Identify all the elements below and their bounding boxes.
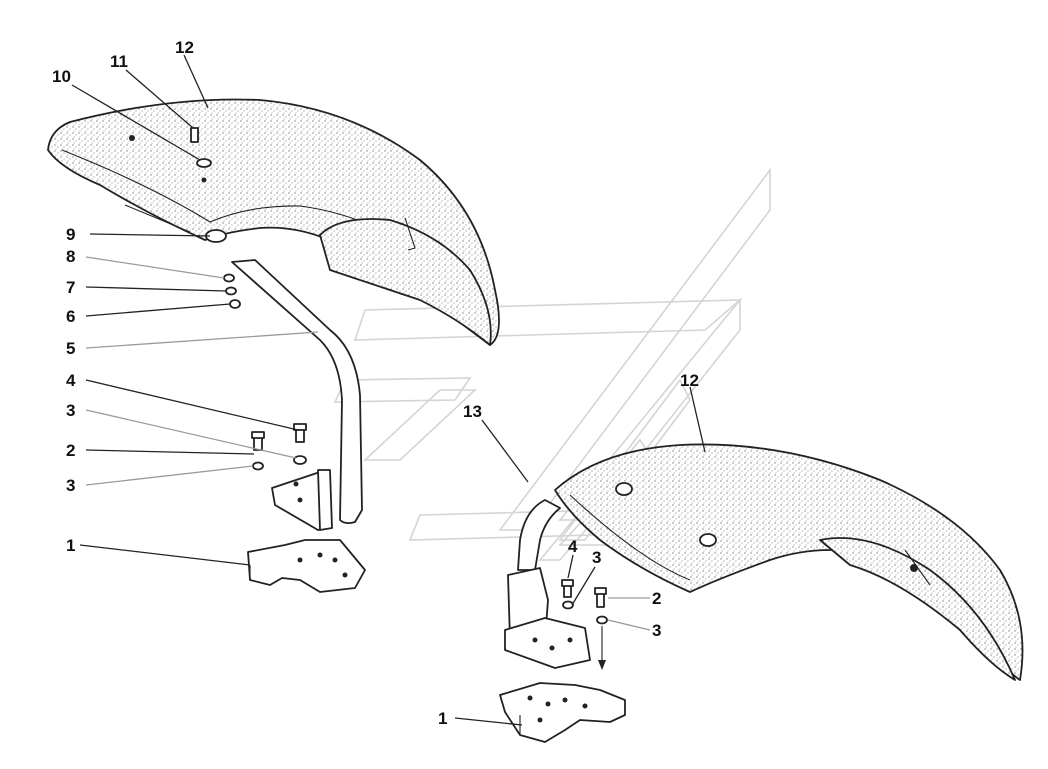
callout-left-9: 9: [66, 225, 75, 244]
callout-left-4: 4: [66, 371, 76, 390]
left-bracket: [231, 259, 363, 531]
callout-right-12: 12: [680, 371, 699, 390]
left-callouts: 12 11 10 9 8 7 6 5 4 3 2 3 1: [52, 38, 194, 555]
callout-left-10: 10: [52, 67, 71, 86]
right-mounting-plate: [499, 682, 626, 743]
callout-left-2: 2: [66, 441, 75, 460]
left-mounting-plate: [247, 539, 366, 593]
left-small-hardware: [223, 273, 241, 309]
right-callouts: 12 13 4 3 2 3 1: [438, 371, 699, 728]
left-fender: [47, 98, 500, 346]
leader-lines: [71, 54, 706, 726]
callout-right-3a: 3: [592, 548, 601, 567]
callout-left-5: 5: [66, 339, 75, 358]
callout-right-2: 2: [652, 589, 661, 608]
right-bolts: [561, 579, 608, 670]
callout-left-7: 7: [66, 278, 75, 297]
callout-right-3b: 3: [652, 621, 661, 640]
left-bolts: [251, 423, 307, 471]
right-bracket: [504, 499, 591, 669]
callout-right-13: 13: [463, 402, 482, 421]
callout-left-3b: 3: [66, 476, 75, 495]
callout-right-1: 1: [438, 709, 447, 728]
callout-left-3a: 3: [66, 401, 75, 420]
callout-left-1: 1: [66, 536, 75, 555]
right-fender: [554, 443, 1024, 681]
callout-left-11: 11: [110, 52, 128, 71]
callout-right-4: 4: [568, 537, 578, 556]
callout-left-12: 12: [175, 38, 194, 57]
callout-left-8: 8: [66, 247, 75, 266]
callout-left-6: 6: [66, 307, 75, 326]
